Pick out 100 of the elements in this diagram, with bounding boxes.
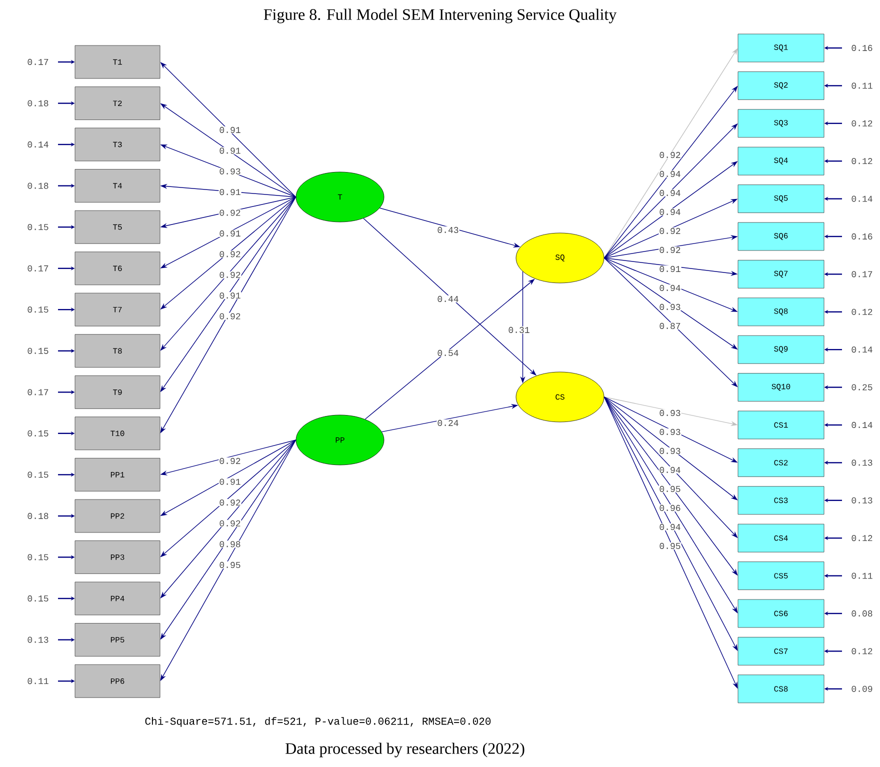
edge-label: 0.92 bbox=[218, 250, 242, 258]
indicator-box: T10 bbox=[74, 416, 160, 450]
edge-label: 0.92 bbox=[218, 209, 242, 216]
edge-label: 0.91 bbox=[218, 230, 242, 238]
indicator-box: SQ6 bbox=[738, 222, 824, 251]
edge-label: 0.31 bbox=[508, 326, 530, 334]
edge-label: 0.15 bbox=[28, 472, 48, 478]
edge-label: 0.15 bbox=[28, 554, 48, 560]
edge-label: 0.14 bbox=[852, 346, 872, 353]
indicator-box: CS1 bbox=[738, 410, 824, 440]
edge-label: 0.95 bbox=[218, 561, 242, 569]
indicator-box: PP3 bbox=[74, 540, 160, 574]
edge-label: 0.15 bbox=[28, 306, 48, 313]
indicator-box: T8 bbox=[74, 334, 160, 368]
indicator-box: CS8 bbox=[738, 674, 824, 704]
edge-label: 0.25 bbox=[852, 384, 872, 390]
edge-label: 0.13 bbox=[852, 460, 872, 466]
edge-label: 0.17 bbox=[28, 389, 48, 396]
indicator-box: PP5 bbox=[74, 623, 160, 656]
indicator-box: CS3 bbox=[738, 486, 824, 515]
edge-label: 0.92 bbox=[658, 151, 682, 159]
edge-label: 0.24 bbox=[436, 419, 460, 427]
edge-label: 0.92 bbox=[218, 457, 242, 465]
edge-label: 0.17 bbox=[28, 58, 48, 66]
edge-label: 0.91 bbox=[218, 126, 242, 134]
edge-label: 0.93 bbox=[658, 409, 682, 417]
edge-label: 0.94 bbox=[658, 170, 682, 178]
edge-label: 0.15 bbox=[28, 430, 48, 436]
indicator-box: T2 bbox=[74, 86, 160, 120]
edge-label: 0.15 bbox=[28, 224, 48, 230]
indicator-box: PP4 bbox=[74, 582, 160, 616]
indicator-box: PP1 bbox=[74, 458, 160, 492]
indicator-box: SQ9 bbox=[738, 335, 824, 364]
edge-label: 0.94 bbox=[658, 284, 682, 292]
edge-label: 0.92 bbox=[658, 227, 682, 235]
edge-label: 0.94 bbox=[658, 189, 682, 197]
edge-label: 0.44 bbox=[436, 295, 460, 303]
edge-label: 0.09 bbox=[852, 686, 872, 692]
indicator-box: SQ4 bbox=[738, 146, 824, 176]
indicator-box: SQ7 bbox=[738, 260, 824, 288]
edge-label: 0.92 bbox=[658, 246, 682, 254]
edge-label: 0.94 bbox=[658, 466, 682, 474]
edge-label: 0.91 bbox=[218, 188, 242, 196]
edge-label: 0.12 bbox=[852, 648, 872, 654]
indicator-box: CS5 bbox=[738, 562, 824, 590]
edge-label: 0.14 bbox=[852, 422, 872, 428]
edge-label: 0.14 bbox=[28, 141, 48, 148]
indicator-box: CS2 bbox=[738, 448, 824, 477]
edge-label: 0.95 bbox=[658, 542, 682, 550]
edge-label: 0.92 bbox=[218, 271, 242, 278]
edge-label: 0.54 bbox=[436, 349, 460, 357]
edge-label: 0.12 bbox=[852, 308, 872, 315]
indicator-box: T5 bbox=[74, 210, 160, 244]
edge-label: 0.93 bbox=[658, 303, 682, 311]
edge-label: 0.98 bbox=[218, 540, 242, 548]
edge-label: 0.15 bbox=[28, 348, 48, 354]
edge-label: 0.12 bbox=[852, 535, 872, 542]
edge-label: 0.13 bbox=[28, 636, 48, 643]
edge-label: 0.11 bbox=[852, 82, 872, 89]
indicator-box: SQ8 bbox=[738, 298, 824, 326]
indicator-box: SQ5 bbox=[738, 184, 824, 213]
edge-label: 0.15 bbox=[28, 595, 48, 602]
edge-label: 0.93 bbox=[658, 428, 682, 436]
edge-label: 0.17 bbox=[28, 265, 48, 272]
edge-label: 0.94 bbox=[658, 208, 682, 216]
indicator-box: CS7 bbox=[738, 636, 824, 666]
edge-label: 0.11 bbox=[852, 572, 872, 579]
title: Figure 8. Full Model SEM Intervening Service Quality bbox=[264, 8, 617, 24]
edge-label: 0.08 bbox=[852, 610, 872, 617]
edge-label: 0.92 bbox=[218, 520, 242, 527]
indicator-box: T4 bbox=[74, 169, 160, 202]
indicator-box: SQ3 bbox=[738, 109, 824, 138]
indicator-box: PP2 bbox=[74, 499, 160, 533]
edge-label: 0.87 bbox=[658, 322, 682, 330]
edge-label: 0.93 bbox=[658, 447, 682, 455]
edge-label: 0.18 bbox=[28, 100, 48, 106]
edge-label: 0.91 bbox=[658, 265, 682, 273]
indicator-box: T7 bbox=[74, 292, 160, 326]
indicator-box: T1 bbox=[74, 45, 160, 79]
indicator-box: CS6 bbox=[738, 599, 824, 628]
indicator-box: T6 bbox=[74, 252, 160, 286]
edge-label: 0.18 bbox=[28, 512, 48, 520]
edge-label: 0.14 bbox=[852, 196, 872, 202]
edge-label: 0.12 bbox=[852, 158, 872, 164]
indicator-box: CS4 bbox=[738, 524, 824, 552]
edge-label: 0.12 bbox=[852, 120, 872, 126]
indicator-box: SQ2 bbox=[738, 71, 824, 100]
fit-statistics: Chi-Square=571.51, df=521, P-value=0.06211, RMSEA=0.020 bbox=[145, 717, 491, 727]
edge-label: 0.95 bbox=[658, 485, 682, 493]
edge-label: 0.92 bbox=[218, 312, 242, 320]
indicator-box: T3 bbox=[74, 128, 160, 162]
edge-label: 0.18 bbox=[28, 182, 48, 189]
indicator-box: SQ10 bbox=[738, 373, 824, 402]
edge-label: 0.11 bbox=[28, 678, 48, 684]
edge-label: 0.16 bbox=[852, 44, 872, 52]
indicator-box: T9 bbox=[74, 375, 160, 409]
edge-label: 0.93 bbox=[218, 168, 242, 175]
edge-label: 0.13 bbox=[852, 497, 872, 504]
indicator-box: SQ1 bbox=[738, 34, 824, 62]
edge-label: 0.91 bbox=[218, 147, 242, 154]
